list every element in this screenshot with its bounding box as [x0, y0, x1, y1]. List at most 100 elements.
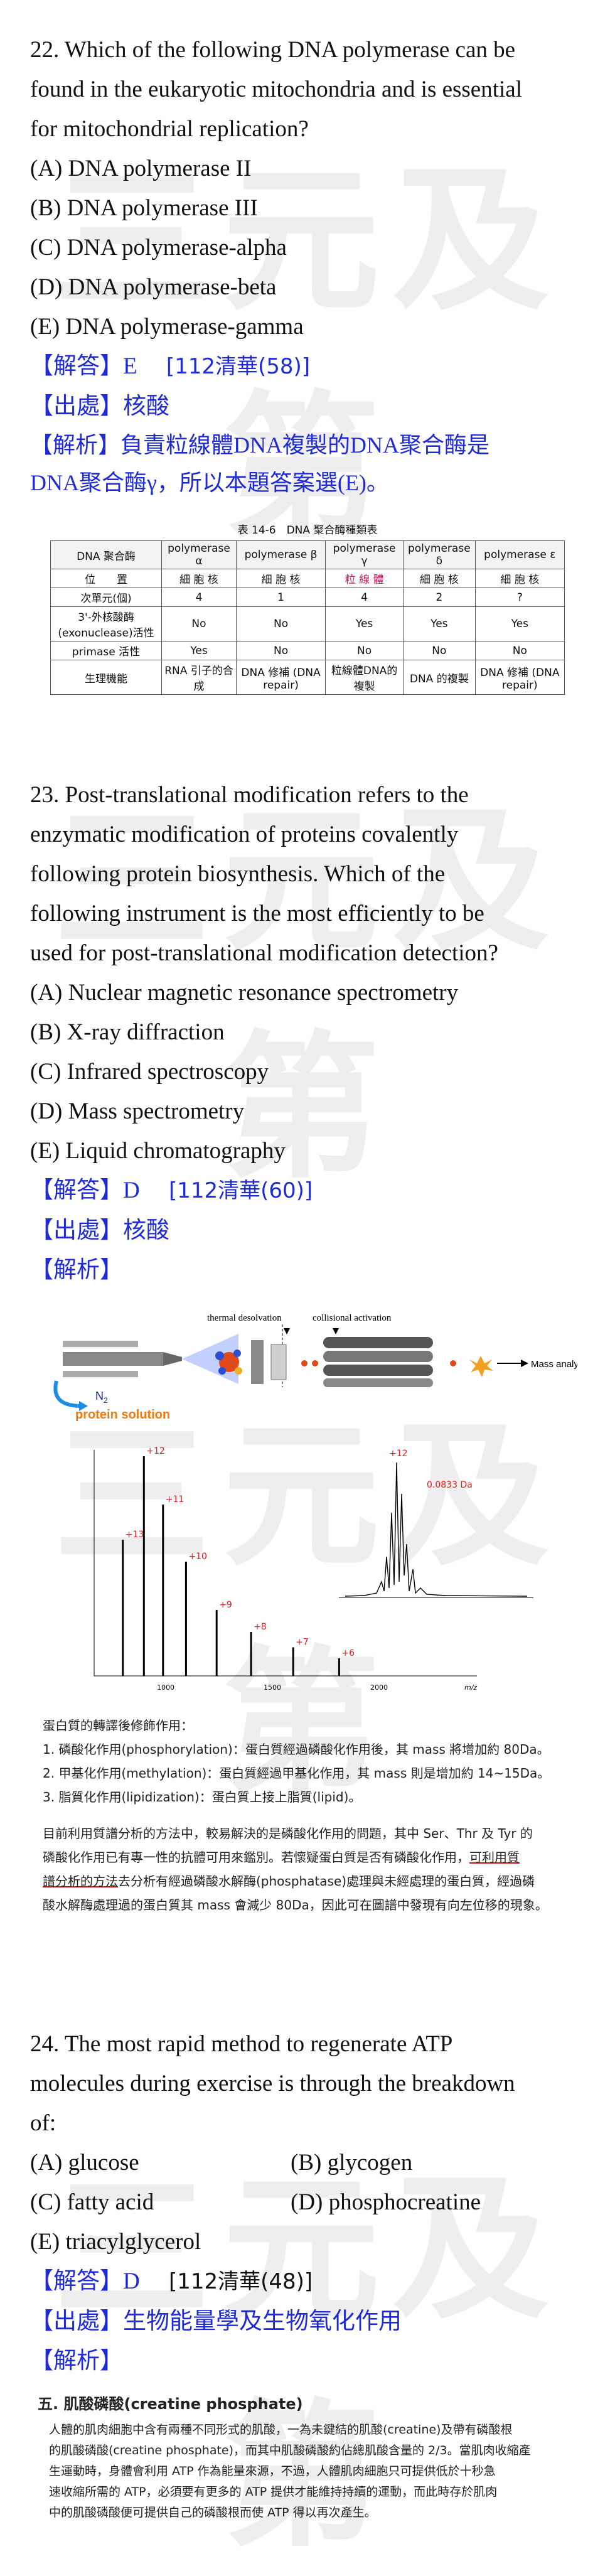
delta-label: 0.0833 Da: [427, 1480, 473, 1490]
option-e: (E) triacylglycerol: [30, 2229, 201, 2255]
arrow-icon: [284, 1328, 290, 1334]
droplet: [235, 1367, 242, 1375]
option-a: (A) glucose: [30, 2150, 139, 2176]
arrow-icon: [333, 1328, 339, 1334]
option-d: (D) Mass spectrometry: [30, 1098, 245, 1124]
n2-flow-arrow: [53, 1380, 82, 1408]
question-23: 23. Post-translational modification refe…: [30, 775, 595, 1290]
explanation-label: 【解析】: [30, 2348, 123, 2374]
question-stem-line: following protein biosynthesis. Which of…: [30, 861, 446, 887]
fragment-burst-icon: [469, 1356, 493, 1377]
table-row: 位 置 細 胞 核 細 胞 核 粒 線 體 細 胞 核 細 胞 核: [50, 569, 565, 588]
table-row: 3'-外核酸酶 (exonuclease)活性 No No Yes Yes Ye…: [50, 606, 565, 641]
watermark: 三元及第: [53, 790, 562, 1199]
table-cell: No: [235, 641, 326, 660]
notes-paragraph-line: 酸水解酶處理過的蛋白質其 mass 會減少 80Da，因此可在圖譜中發現有向左位…: [43, 1897, 548, 1913]
creatine-phosphate-section: 五. 肌酸磷酸(creatine phosphate) 人體的肌肉細胞中含有兩種…: [38, 2391, 596, 2523]
table-cell: 粒 線 體: [325, 569, 404, 588]
table-cell: 生理機能: [50, 660, 163, 695]
answer-source: [112清華(48)]: [168, 2269, 313, 2294]
table-row: primase 活性 Yes No No No No: [50, 641, 565, 660]
axis-unit: m/z: [464, 1683, 477, 1692]
source-line: 【出處】核酸: [30, 394, 169, 419]
table-header-cell: polymerase β: [235, 540, 326, 569]
answer-label: 【解答】E: [30, 353, 137, 379]
table-cell: ?: [474, 588, 565, 607]
option-a: (A) DNA polymerase II: [30, 156, 252, 181]
question-stem-line: following instrument is the most efficie…: [30, 901, 484, 926]
answer-line: 【解答】E [112清華(58)]: [30, 346, 595, 387]
option-d: (D) phosphocreatine: [291, 2189, 481, 2215]
notes-text: 磷酸化作用已有專一性的抗體可用來鑑別。若懷疑蛋白質是否有磷酸化作用，: [43, 1850, 469, 1865]
gas-sheath-bottom: [63, 1371, 138, 1377]
ptm-notes: 蛋白質的轉譯後修飾作用： 1. 磷酸化作用(phosphorylation)：蛋…: [43, 1714, 595, 1917]
n2-text: N: [95, 1390, 104, 1402]
table-cell: 4: [161, 588, 237, 607]
question-stem-line: 23. Post-translational modification refe…: [30, 782, 469, 808]
droplet: [218, 1367, 226, 1375]
notes-item: 2. 甲基化作用(methylation)：蛋白質經過甲基化作用，其 mass …: [43, 1766, 550, 1781]
answer-source: [112清華(60)]: [168, 1178, 313, 1203]
mass-spectrum: 1000 1500 2000 m/z +13+12+11+10+9+8+7+6: [94, 1446, 477, 1692]
option-e: (E) DNA polymerase-gamma: [30, 314, 304, 340]
table-cell: 4: [325, 588, 404, 607]
section-line: 速收縮所需的 ATP，必須要有更多的 ATP 提供才能維持持續的運動，而此時存於…: [49, 2485, 498, 2499]
answer-line: 【解答】D [112清華(60)]: [30, 1171, 595, 1211]
watermark: 三元及第: [53, 2158, 562, 2568]
table-cell: primase 活性: [50, 641, 163, 660]
arrow-icon: [521, 1360, 528, 1367]
peak-charge-label: +8: [254, 1622, 267, 1632]
ion-cluster: [219, 1352, 239, 1372]
peak-charge-label: +6: [341, 1648, 355, 1658]
table-cell: 3'-外核酸酶 (exonuclease)活性: [50, 606, 163, 641]
peak-charge-label: +13: [126, 1530, 144, 1540]
answer-line: 【解答】D [112清華(48)]: [30, 2262, 595, 2302]
table-cell: DNA 修補 (DNA repair): [474, 660, 565, 695]
peak-charge-label: +11: [166, 1495, 184, 1505]
question-stem-line: for mitochondrial replication?: [30, 116, 309, 142]
question-stem-line: molecules during exercise is through the…: [30, 2071, 515, 2096]
table-header-cell: polymerase δ: [402, 540, 476, 569]
table-cell: 次單元(個): [50, 588, 163, 607]
table-cell: Yes: [325, 606, 404, 641]
skimmer: [270, 1344, 287, 1380]
polymerase-table: DNA 聚合酶 polymerase α polymerase β polyme…: [50, 540, 565, 695]
table-cell: 2: [402, 588, 476, 607]
ion-guide-rod: [323, 1378, 433, 1387]
arrow-icon: [79, 1401, 88, 1411]
answer-source: [112清華(58)]: [166, 354, 311, 379]
droplet: [233, 1350, 241, 1357]
table-cell: No: [474, 641, 565, 660]
explanation-line: 【解析】負責粒線體DNA複製的DNA聚合酶是: [30, 432, 489, 458]
gas-sheath-top: [63, 1341, 138, 1347]
question-stem-line: 22. Which of the following DNA polymeras…: [30, 37, 516, 63]
needle-tip: [163, 1352, 182, 1366]
table-row: 次單元(個) 4 1 4 2 ?: [50, 588, 565, 607]
source-line: 【出處】核酸: [30, 1218, 169, 1243]
table-cell: Yes: [402, 606, 476, 641]
tick-label: 1000: [157, 1683, 174, 1692]
table-cell: RNA 引子的合成: [161, 660, 237, 695]
watermark: 三元及第: [53, 149, 562, 559]
collisional-activation-label: collisional activation: [313, 1313, 392, 1323]
option-c: (C) Infrared spectroscopy: [30, 1059, 269, 1085]
notes-paragraph-line: 目前利用質譜分析的方法中，較易解決的是磷酸化作用的問題，其中 Ser、Thr 及…: [43, 1826, 533, 1841]
n2-label: N2: [95, 1390, 108, 1405]
table-cell: 細 胞 核: [161, 569, 237, 588]
needle-body: [63, 1352, 163, 1366]
question-stem-line: 24. The most rapid method to regenerate …: [30, 2031, 453, 2057]
table-row: 生理機能 RNA 引子的合成 DNA 修補 (DNA repair) 粒線體DN…: [50, 660, 565, 695]
n2-subscript: 2: [104, 1396, 108, 1405]
notes-item: 3. 脂質化作用(lipidization)：蛋白質上接上脂質(lipid)。: [43, 1790, 361, 1805]
mass-spec-figure: thermal desolvation collisional activati…: [53, 1313, 577, 1692]
ion-guide-rod: [323, 1351, 433, 1362]
underlined-text: 可利用質: [469, 1850, 520, 1865]
option-c: (C) DNA polymerase-alpha: [30, 235, 287, 260]
option-b: (B) X-ray diffraction: [30, 1019, 225, 1045]
inset-trace: [345, 1462, 528, 1597]
table-cell: No: [235, 606, 326, 641]
notes-title: 蛋白質的轉譯後修飾作用：: [43, 1718, 193, 1733]
ion-dot: [301, 1360, 308, 1366]
table-header-row: DNA 聚合酶 polymerase α polymerase β polyme…: [50, 540, 565, 569]
tick-label: 2000: [370, 1683, 388, 1692]
